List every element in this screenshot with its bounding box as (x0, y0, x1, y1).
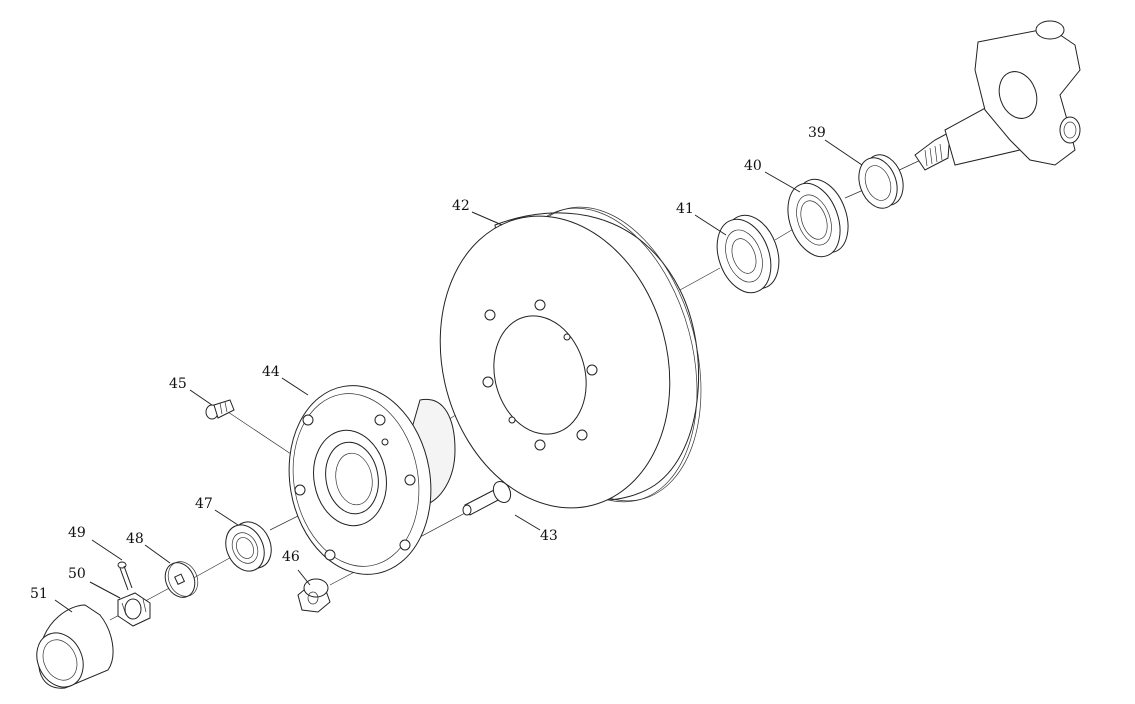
steering-knuckle (914, 20, 1081, 171)
part-41-inner-bearing (716, 214, 780, 294)
part-45-screw (205, 399, 235, 420)
label-41: 41 (676, 201, 694, 217)
label-40: 40 (744, 158, 762, 174)
label-42: 42 (452, 198, 470, 214)
part-40-oil-seal (787, 178, 849, 258)
label-45: 45 (169, 376, 187, 392)
part-46-wheel-nut (297, 578, 331, 613)
label-47: 47 (195, 496, 213, 512)
leader-lines (54, 139, 863, 613)
label-44: 44 (262, 364, 280, 380)
part-49-cotter-pin (117, 561, 133, 591)
part-47-outer-bearing (225, 521, 272, 572)
label-39: 39 (808, 125, 826, 141)
label-50: 50 (68, 566, 86, 582)
label-48: 48 (126, 531, 144, 547)
label-49: 49 (68, 525, 86, 541)
part-labels: 39 40 41 42 43 44 45 46 47 48 49 50 51 (30, 125, 826, 602)
part-43-wheel-stud (462, 480, 512, 516)
label-43: 43 (540, 528, 558, 544)
part-51-hub-cap (36, 604, 114, 689)
part-50-castle-nut (117, 592, 151, 627)
label-51: 51 (30, 586, 48, 602)
part-44-hub (288, 385, 456, 575)
part-42-brake-drum (439, 206, 702, 509)
part-39-spacer-ring (858, 154, 904, 209)
part-48-washer (164, 561, 199, 598)
label-46: 46 (282, 549, 300, 565)
